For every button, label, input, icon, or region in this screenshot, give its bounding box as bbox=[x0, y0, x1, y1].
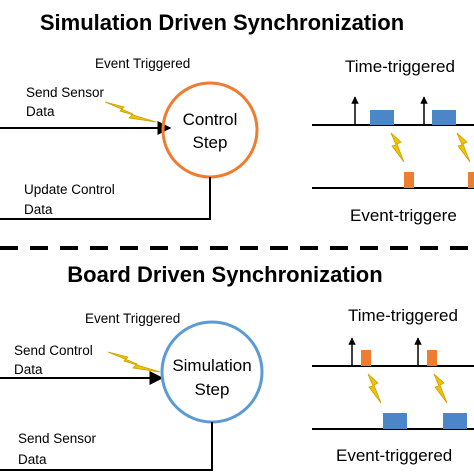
bottom-upper-block-2 bbox=[427, 350, 437, 366]
bottom-update-line bbox=[0, 422, 213, 471]
top-step-line1: Control bbox=[183, 110, 238, 129]
bottom-update-label-line2: Data bbox=[18, 452, 47, 467]
bottom-step-line1: Simulation bbox=[172, 356, 251, 375]
top-send-label-line2: Data bbox=[26, 104, 55, 119]
top-event-triggered-right-label: Event-triggere bbox=[350, 206, 457, 225]
bottom-lightning-icon bbox=[107, 351, 161, 373]
top-title: Simulation Driven Synchronization bbox=[40, 10, 404, 35]
bottom-update-label-line1: Send Sensor bbox=[18, 431, 97, 446]
top-event-triggered-label: Event Triggered bbox=[95, 56, 190, 71]
bottom-send-label-line2: Data bbox=[14, 362, 43, 377]
bottom-lightning-icon-3 bbox=[433, 373, 448, 404]
top-lower-block-1 bbox=[404, 172, 414, 188]
bottom-time-triggered-label: Time-triggered bbox=[348, 306, 458, 325]
top-lower-block-2 bbox=[468, 172, 474, 188]
top-upper-block-1 bbox=[370, 110, 394, 125]
bottom-step-line2: Step bbox=[195, 380, 230, 399]
top-send-label-line1: Send Sensor bbox=[26, 85, 105, 100]
top-lightning-icon bbox=[104, 101, 157, 123]
bottom-lower-block-1 bbox=[383, 413, 407, 429]
top-lightning-icon-2 bbox=[390, 132, 405, 163]
bottom-event-triggered-label: Event Triggered bbox=[85, 311, 180, 326]
top-step-line2: Step bbox=[193, 133, 228, 152]
top-update-label-line1: Update Control bbox=[24, 182, 115, 197]
bottom-title: Board Driven Synchronization bbox=[67, 262, 382, 287]
bottom-lower-block-2 bbox=[443, 413, 467, 429]
bottom-panel: Board Driven Synchronization Event Trigg… bbox=[0, 262, 474, 471]
top-update-label-line2: Data bbox=[24, 202, 53, 217]
bottom-send-label-line1: Send Control bbox=[14, 343, 93, 358]
bottom-upper-block-1 bbox=[361, 350, 371, 366]
top-control-step-circle bbox=[161, 81, 259, 179]
bottom-lightning-icon-2 bbox=[367, 373, 382, 404]
top-lightning-icon-3 bbox=[456, 132, 471, 163]
top-panel: Simulation Driven Synchronization Event … bbox=[0, 10, 474, 225]
bottom-event-triggered-right-label: Event-triggered bbox=[336, 446, 452, 465]
top-upper-block-2 bbox=[432, 110, 456, 125]
top-update-line bbox=[0, 177, 211, 220]
top-time-triggered-label: Time-triggered bbox=[345, 57, 455, 76]
